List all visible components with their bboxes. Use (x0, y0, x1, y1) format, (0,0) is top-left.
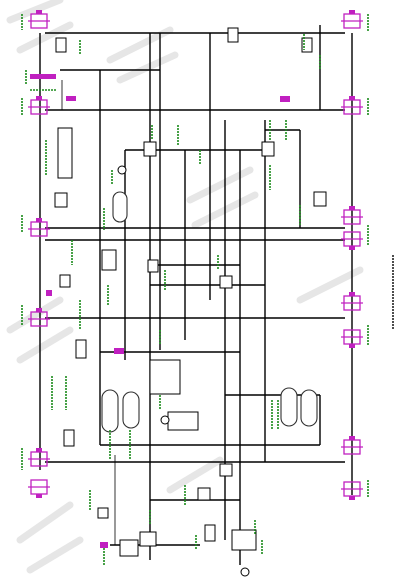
valve-icon (197, 487, 211, 501)
brake-chamber-icon (28, 218, 50, 237)
air-reservoirs (101, 191, 318, 433)
valve-icon (313, 191, 327, 207)
valve-icon (59, 274, 71, 288)
coupling-icon (46, 290, 52, 296)
brake-chambers-left (28, 10, 50, 498)
couplings (30, 74, 290, 548)
coupling-icon (114, 348, 124, 354)
brake-chamber-icon (341, 96, 363, 115)
coupling-icon (280, 96, 290, 102)
brake-chamber-icon (341, 231, 363, 250)
brake-chamber-icon (341, 481, 363, 500)
valve-icon (143, 141, 157, 157)
air-reservoir-icon (122, 391, 140, 429)
valve-icon (219, 463, 233, 477)
air-reservoir-icon (300, 389, 318, 427)
horizontal-air-lines (45, 32, 345, 546)
brake-chamber-icon (341, 292, 363, 311)
brake-chamber-icon (341, 206, 363, 225)
coupling-icon (66, 96, 76, 101)
valve-icon (139, 531, 157, 547)
brake-chamber-icon (28, 308, 50, 327)
valve-icon (97, 507, 109, 519)
brake-chamber-icon (341, 10, 363, 29)
valve-icon (261, 141, 275, 157)
watermark (6, 0, 364, 574)
brake-chamber-icon (341, 329, 363, 348)
valves (54, 27, 327, 577)
brake-chambers-right (341, 10, 363, 500)
air-reservoir-icon (112, 191, 128, 223)
valve-icon (75, 339, 87, 359)
valve-icon (301, 37, 313, 53)
valve-icon (54, 192, 68, 208)
valve-icon (55, 37, 67, 53)
foot-valve-icon (231, 529, 257, 551)
component-labels (21, 14, 369, 565)
brake-chamber-icon (341, 436, 363, 455)
gauge-icon (160, 415, 170, 425)
valve-icon (147, 259, 159, 273)
brake-chamber-icon (28, 10, 50, 29)
manifold-valve-icon (57, 127, 73, 179)
gauge-icon (240, 567, 250, 577)
brake-chamber-icon (28, 448, 50, 467)
compressor-icon (119, 539, 139, 557)
relay-valve-icon (149, 359, 181, 395)
relay-valve-icon (167, 411, 199, 431)
brake-chamber-icon (28, 96, 50, 115)
air-reservoir-icon (101, 389, 119, 433)
brake-chamber-icon (28, 479, 50, 498)
valve-icon (227, 27, 239, 43)
valve-icon (101, 249, 117, 271)
gauge-icon (117, 165, 127, 175)
coupling-icon (100, 542, 108, 548)
air-reservoir-icon (280, 387, 298, 427)
coupling-icon (30, 74, 56, 79)
valve-icon (204, 524, 216, 542)
valve-icon (219, 275, 233, 289)
valve-icon (63, 429, 75, 447)
